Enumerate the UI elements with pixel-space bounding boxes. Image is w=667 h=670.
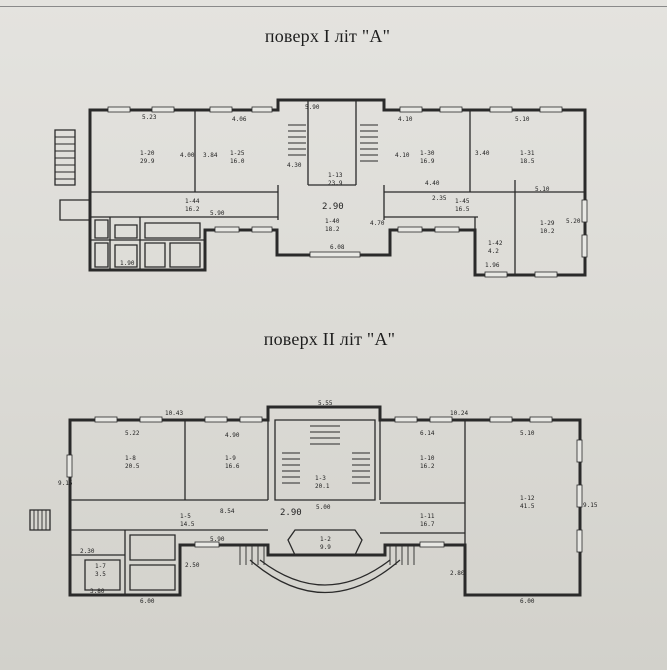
svg-text:9.15: 9.15 xyxy=(58,480,73,487)
svg-text:1-12: 1-12 xyxy=(520,495,535,502)
svg-text:1-44: 1-44 xyxy=(185,198,200,205)
svg-text:1-30: 1-30 xyxy=(420,150,435,157)
svg-text:23.9: 23.9 xyxy=(328,180,343,187)
svg-text:5.55: 5.55 xyxy=(318,400,333,407)
svg-text:10.43: 10.43 xyxy=(165,410,183,417)
svg-text:20.5: 20.5 xyxy=(125,463,140,470)
svg-text:4.30: 4.30 xyxy=(287,162,302,169)
svg-text:3.80: 3.80 xyxy=(90,588,105,595)
svg-text:29.9: 29.9 xyxy=(140,158,155,165)
central-staircase-2 xyxy=(282,419,370,484)
svg-text:8.54: 8.54 xyxy=(220,508,235,515)
floor-1-plan: 5.23 4.06 5.90 4.10 5.10 4.00 3.84 4.30 … xyxy=(54,98,588,278)
svg-text:5.20: 5.20 xyxy=(566,218,581,225)
svg-text:16.9: 16.9 xyxy=(420,158,435,165)
svg-text:3.84: 3.84 xyxy=(203,152,218,159)
front-steps xyxy=(239,545,415,565)
svg-text:1-10: 1-10 xyxy=(420,455,435,462)
svg-text:1-13: 1-13 xyxy=(328,172,343,179)
floor-2-windows xyxy=(66,416,583,553)
svg-text:1-11: 1-11 xyxy=(420,513,435,520)
svg-text:16.0: 16.0 xyxy=(230,158,245,165)
svg-text:1-5: 1-5 xyxy=(180,513,191,520)
svg-text:1-3: 1-3 xyxy=(315,475,326,482)
svg-text:2.80: 2.80 xyxy=(450,570,465,577)
svg-text:5.10: 5.10 xyxy=(515,116,530,123)
svg-text:4.00: 4.00 xyxy=(180,152,195,159)
svg-text:6.00: 6.00 xyxy=(140,598,155,605)
svg-text:5.23: 5.23 xyxy=(142,114,157,121)
svg-text:1-20: 1-20 xyxy=(140,150,155,157)
svg-text:6.14: 6.14 xyxy=(420,430,435,437)
svg-text:6.08: 6.08 xyxy=(330,244,345,251)
svg-text:2.90: 2.90 xyxy=(322,202,344,212)
svg-text:2.30: 2.30 xyxy=(80,548,95,555)
floor-1-dimensions: 5.23 4.06 5.90 4.10 5.10 4.00 3.84 4.30 … xyxy=(120,104,581,269)
svg-text:1-31: 1-31 xyxy=(520,150,535,157)
svg-text:4.06: 4.06 xyxy=(232,116,247,123)
svg-text:16.2: 16.2 xyxy=(185,206,200,213)
svg-text:4.70: 4.70 xyxy=(370,220,385,227)
svg-text:16.2: 16.2 xyxy=(420,463,435,470)
svg-text:41.5: 41.5 xyxy=(520,503,535,510)
svg-text:1-40: 1-40 xyxy=(325,218,340,225)
svg-text:5.90: 5.90 xyxy=(210,210,225,217)
svg-text:1-45: 1-45 xyxy=(455,198,470,205)
svg-text:5.90: 5.90 xyxy=(210,536,225,543)
floor-2-title: поверх II літ "А" xyxy=(263,329,396,349)
svg-text:2.90: 2.90 xyxy=(280,508,302,518)
svg-text:4.90: 4.90 xyxy=(225,432,240,439)
svg-text:2.50: 2.50 xyxy=(185,562,200,569)
svg-text:16.5: 16.5 xyxy=(455,206,470,213)
top-edge-line xyxy=(0,0,667,7)
svg-text:9.9: 9.9 xyxy=(320,544,331,551)
left-entrance-steps xyxy=(55,136,75,180)
svg-text:5.00: 5.00 xyxy=(316,504,331,511)
svg-text:5.22: 5.22 xyxy=(125,430,140,437)
svg-text:6.00: 6.00 xyxy=(520,598,535,605)
svg-text:4.40: 4.40 xyxy=(425,180,440,187)
svg-text:4.10: 4.10 xyxy=(395,152,410,159)
svg-text:10.2: 10.2 xyxy=(540,228,555,235)
central-staircase-1 xyxy=(288,124,378,162)
svg-text:16.6: 16.6 xyxy=(225,463,240,470)
svg-text:5.90: 5.90 xyxy=(305,104,320,111)
svg-text:1-29: 1-29 xyxy=(540,220,555,227)
svg-text:14.5: 14.5 xyxy=(180,521,195,528)
svg-text:16.7: 16.7 xyxy=(420,521,435,528)
svg-text:5.10: 5.10 xyxy=(520,430,535,437)
svg-text:1-2: 1-2 xyxy=(320,536,331,543)
svg-text:1-9: 1-9 xyxy=(225,455,236,462)
floor-2-dimensions: 10.43 5.22 4.90 5.55 10.24 5.10 6.14 9.1… xyxy=(58,400,598,605)
svg-text:18.2: 18.2 xyxy=(325,226,340,233)
floor-2-plan: 10.43 5.22 4.90 5.55 10.24 5.10 6.14 9.1… xyxy=(29,400,598,605)
svg-text:4.2: 4.2 xyxy=(488,248,499,255)
bay-window xyxy=(287,529,363,556)
svg-text:1-8: 1-8 xyxy=(125,455,136,462)
svg-text:5.10: 5.10 xyxy=(535,186,550,193)
svg-text:20.1: 20.1 xyxy=(315,483,330,490)
svg-text:4.10: 4.10 xyxy=(398,116,413,123)
svg-text:18.5: 18.5 xyxy=(520,158,535,165)
svg-text:1-7: 1-7 xyxy=(95,563,106,570)
svg-text:1.96: 1.96 xyxy=(485,262,500,269)
svg-text:3.40: 3.40 xyxy=(475,150,490,157)
left-steps-2 xyxy=(33,510,47,530)
svg-text:9.15: 9.15 xyxy=(583,502,598,509)
svg-text:1.90: 1.90 xyxy=(120,260,135,267)
svg-text:2.35: 2.35 xyxy=(432,195,447,202)
svg-text:1-42: 1-42 xyxy=(488,240,503,247)
floor-2-outer-walls xyxy=(68,405,582,597)
floor-1-title: поверх I літ "А" xyxy=(264,26,391,46)
svg-text:10.24: 10.24 xyxy=(450,410,468,417)
floor-1-windows xyxy=(107,106,588,278)
svg-text:3.5: 3.5 xyxy=(95,571,106,578)
svg-text:1-25: 1-25 xyxy=(230,150,245,157)
